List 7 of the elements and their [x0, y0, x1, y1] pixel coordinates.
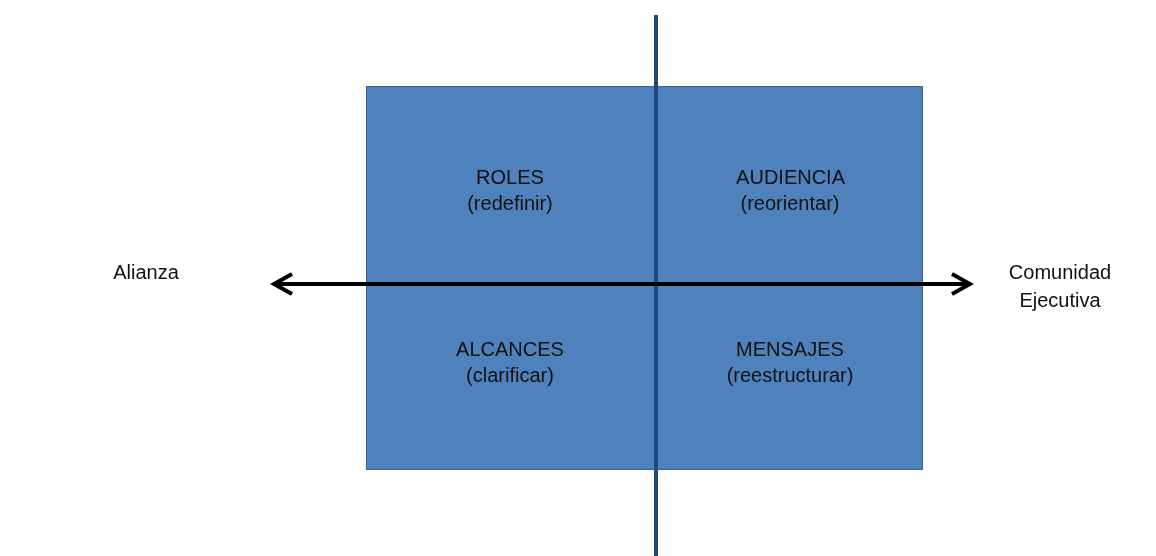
quadrant-label: MENSAJES (reestructurar) [726, 337, 854, 388]
double-arrow [272, 272, 972, 296]
quadrant-label: ROLES (redefinir) [467, 165, 553, 216]
axis-end-label: Comunidad Ejecutiva [1008, 260, 1112, 313]
quadrant-label: ALCANCES (clarificar) [456, 337, 564, 388]
quadrant-label: AUDIENCIA (reorientar) [736, 165, 844, 216]
axis-end-label: Alianza [113, 260, 179, 285]
